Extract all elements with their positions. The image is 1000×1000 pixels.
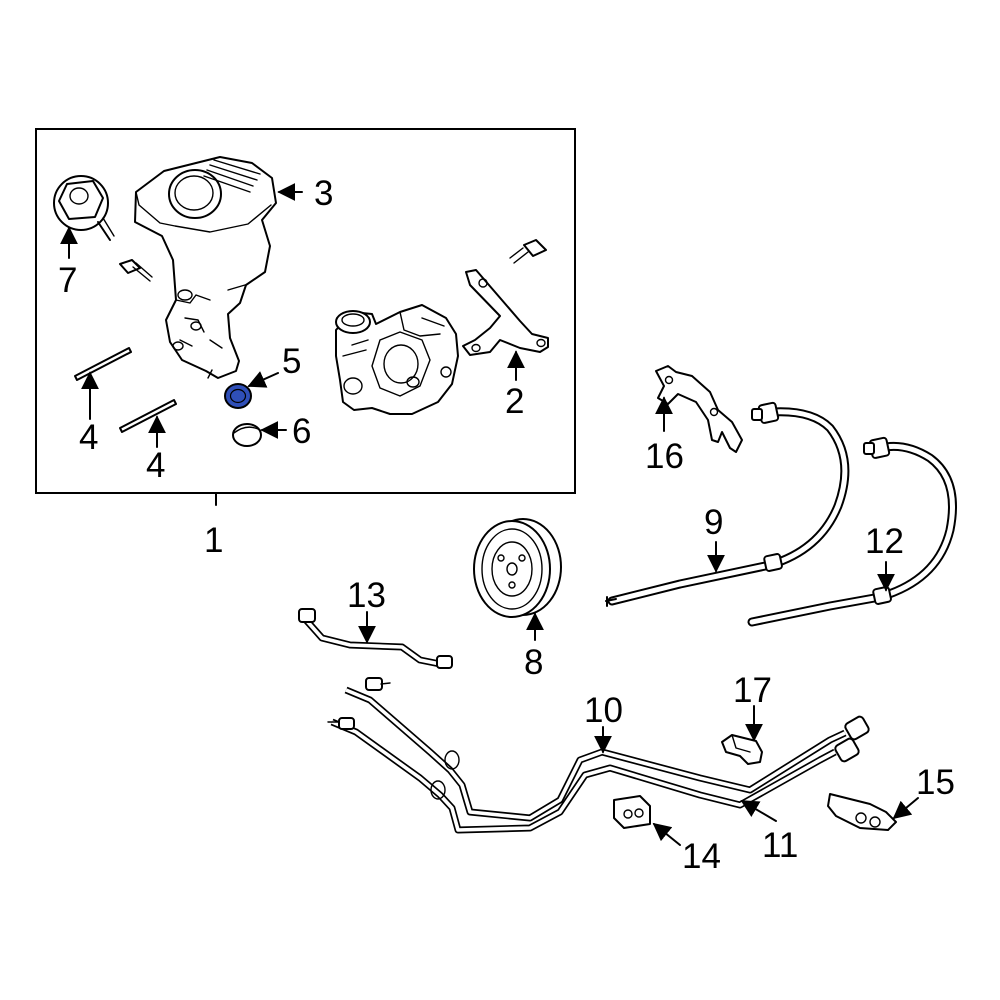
callout-3: 3	[314, 174, 333, 213]
part-6-cap[interactable]	[232, 423, 262, 447]
part-15-bracket[interactable]	[827, 793, 897, 831]
callout-7: 7	[58, 261, 77, 300]
part-13-hose[interactable]	[298, 608, 453, 669]
callout-4a: 4	[79, 418, 98, 457]
callout-10: 10	[584, 691, 623, 730]
callout-5-arrow	[247, 371, 279, 388]
bolt-bracket	[509, 239, 547, 264]
callout-11: 11	[762, 826, 798, 865]
callout-12: 12	[865, 522, 904, 561]
part-14-clamp[interactable]	[613, 795, 651, 829]
part-11-line[interactable]	[327, 717, 860, 834]
part-7-reservoir-cap[interactable]	[53, 175, 115, 241]
callout-5: 5	[282, 342, 301, 381]
pump-body	[335, 304, 459, 415]
callout-6: 6	[292, 412, 311, 451]
part-5-seal-ring[interactable]	[224, 383, 252, 409]
callout-16: 16	[645, 437, 684, 476]
callout-4b: 4	[146, 446, 165, 485]
assembly-group-box	[35, 128, 576, 494]
callout-8: 8	[524, 643, 543, 682]
part-2-pump-bracket[interactable]	[462, 269, 549, 356]
callout-15-arrow	[892, 797, 919, 820]
part-17-clip[interactable]	[721, 734, 763, 765]
callout-17: 17	[733, 671, 772, 710]
callout-1: 1	[204, 521, 223, 560]
callout-13: 13	[347, 576, 386, 615]
callout-9: 9	[704, 503, 723, 542]
part-3-reservoir[interactable]	[134, 156, 277, 379]
part-8-pulley[interactable]	[473, 518, 562, 618]
callout-2: 2	[505, 382, 524, 421]
callout-14: 14	[682, 837, 721, 876]
bolt-reservoir	[119, 259, 153, 282]
callout-11-arrow	[740, 800, 777, 822]
callout-15: 15	[916, 763, 955, 802]
part-10-line[interactable]	[344, 677, 870, 822]
callout-14-arrow	[652, 822, 681, 846]
part-12-return-hose[interactable]	[747, 436, 957, 627]
part-4-pin-upper[interactable]	[74, 347, 132, 381]
part-9-pressure-hose[interactable]	[605, 401, 850, 607]
part-4-pin-lower[interactable]	[119, 399, 177, 433]
